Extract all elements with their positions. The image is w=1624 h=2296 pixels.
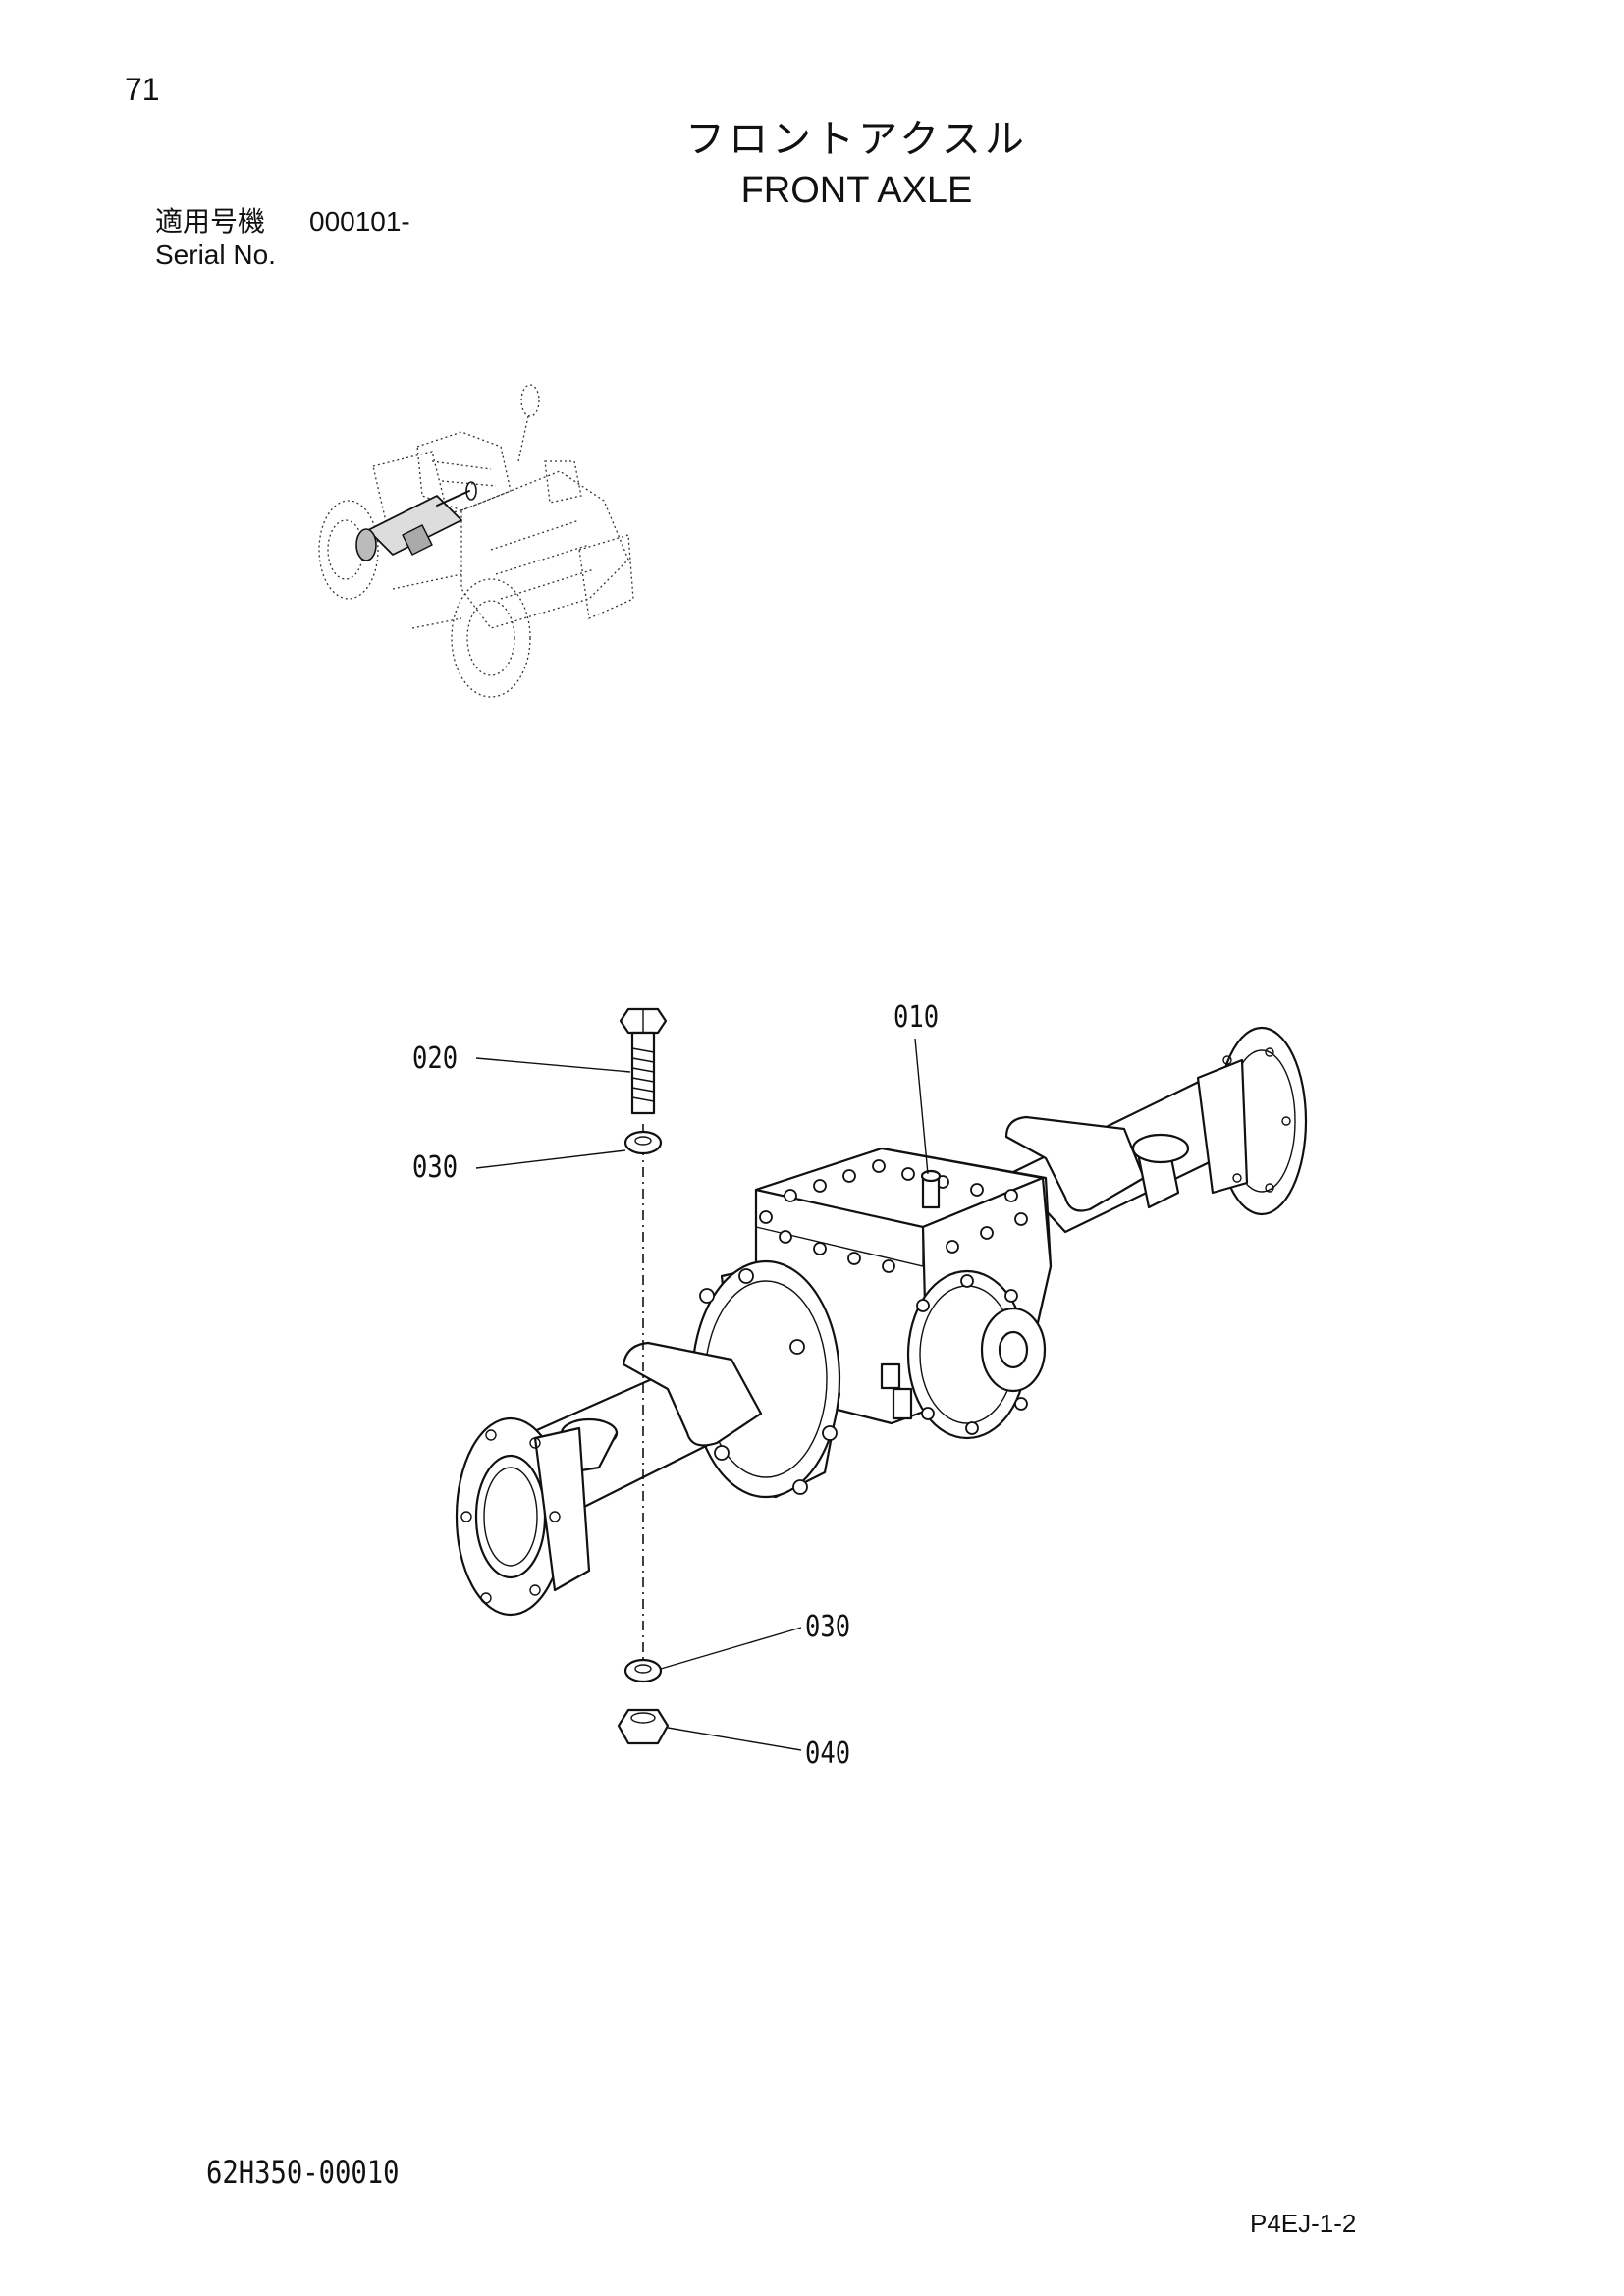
callout-030-top[interactable]: 030	[412, 1150, 459, 1185]
callout-010[interactable]: 010	[893, 1000, 940, 1035]
page-title-japanese: フロントアクスル	[685, 117, 1028, 162]
page-code: P4EJ-1-2	[1250, 2209, 1357, 2238]
drawing-number: 62H350-00010	[206, 2154, 400, 2191]
tractor-location-thumbnail	[318, 384, 634, 698]
page-title: FRONT AXLE	[740, 170, 973, 211]
callout-020[interactable]: 020	[412, 1041, 459, 1076]
front-axle-assembly	[455, 1007, 1308, 1751]
serial-value: 000101-	[309, 206, 410, 237]
page-number: 71	[125, 72, 160, 107]
serial-label: Serial No.	[155, 240, 276, 270]
callout-030-bottom[interactable]: 030	[805, 1610, 851, 1644]
serial-label-japanese: 適用号機	[155, 205, 266, 238]
callout-040[interactable]: 040	[805, 1736, 851, 1771]
